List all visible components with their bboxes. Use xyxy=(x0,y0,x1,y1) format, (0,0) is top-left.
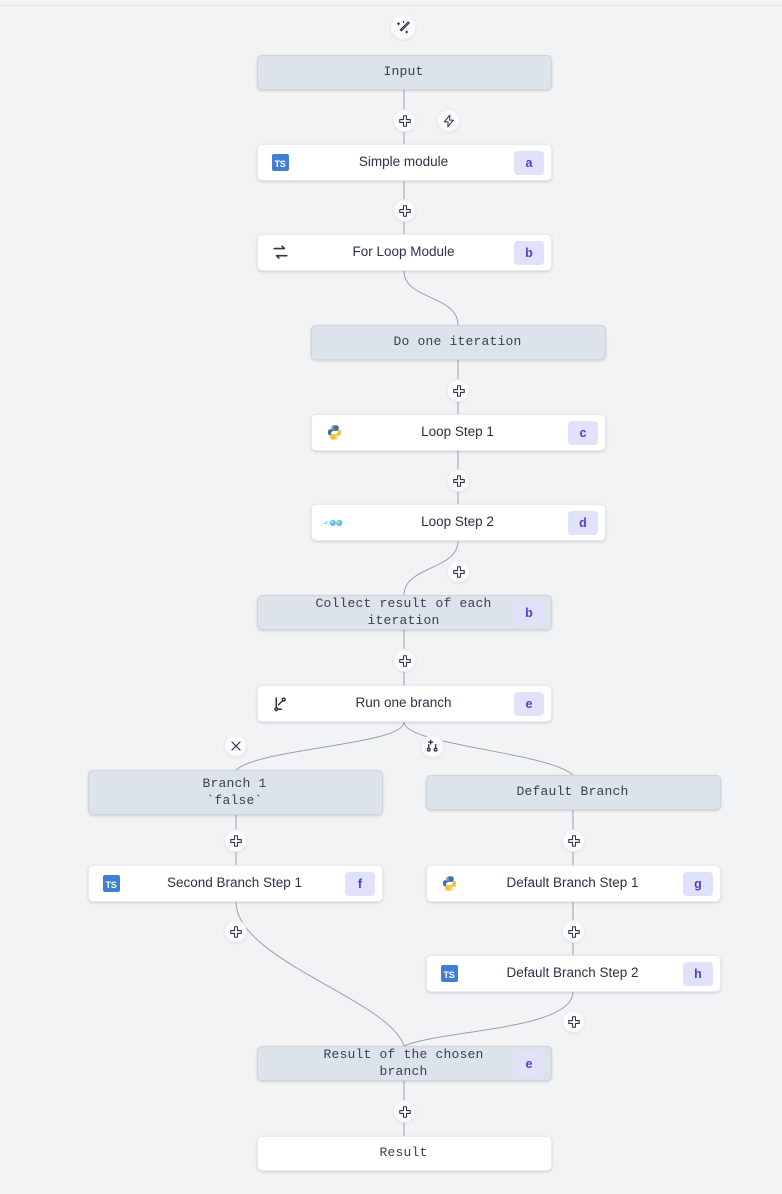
python-icon xyxy=(436,866,462,901)
node-loop-step-1[interactable]: Loop Step 1 c xyxy=(311,414,606,451)
button-add-after-default-1[interactable] xyxy=(562,920,585,943)
plus-icon xyxy=(452,384,466,398)
node-label: Loop Step 2 xyxy=(421,514,494,530)
node-input[interactable]: Input xyxy=(257,55,552,90)
node-default-branch-step-1[interactable]: Default Branch Step 1 g xyxy=(426,865,721,902)
node-simple-module[interactable]: TS Simple module a xyxy=(257,144,552,181)
go-icon xyxy=(324,516,344,530)
button-add-after-step-1[interactable] xyxy=(447,469,470,492)
node-label: Collect result of each iteration xyxy=(315,596,492,628)
edge-second-branch-step-1-to-result-chosen-branch xyxy=(235,901,405,1047)
button-trigger-bolt[interactable] xyxy=(437,109,460,132)
plus-icon xyxy=(398,1105,412,1119)
button-add-after-input[interactable] xyxy=(393,109,416,132)
node-label: Result xyxy=(379,1145,428,1161)
button-add-after-result-br[interactable] xyxy=(393,1100,416,1123)
node-label: Input xyxy=(383,64,424,80)
python-icon xyxy=(326,424,343,441)
button-magic-wand[interactable] xyxy=(390,14,416,40)
node-branch-1[interactable]: Branch 1 `false` xyxy=(88,770,383,815)
typescript-icon: TS xyxy=(436,956,462,991)
node-badge: b xyxy=(514,240,544,265)
lightning-icon xyxy=(442,114,456,128)
node-badge: h xyxy=(683,961,713,986)
node-result-chosen-branch[interactable]: Result of the chosen branch e xyxy=(257,1046,552,1081)
node-badge: e xyxy=(514,691,544,716)
typescript-icon: TS xyxy=(98,866,124,901)
top-divider xyxy=(0,5,782,6)
node-loop-step-2[interactable]: Loop Step 2 d xyxy=(311,504,606,541)
node-badge: e xyxy=(514,1051,544,1076)
node-label: Do one iteration xyxy=(393,334,522,350)
button-add-after-step-2[interactable] xyxy=(447,560,470,583)
typescript-icon: TS xyxy=(267,145,293,180)
node-run-one-branch[interactable]: Run one branch e xyxy=(257,685,552,722)
plus-icon xyxy=(398,654,412,668)
node-default-branch[interactable]: Default Branch xyxy=(426,775,721,810)
node-do-one-iteration[interactable]: Do one iteration xyxy=(311,325,606,360)
node-result[interactable]: Result xyxy=(257,1136,552,1171)
node-label: Result of the chosen branch xyxy=(323,1047,484,1079)
plus-icon xyxy=(229,834,243,848)
branch-plus-icon xyxy=(425,739,440,754)
plus-icon xyxy=(567,834,581,848)
plus-icon xyxy=(398,204,412,218)
node-badge: a xyxy=(514,150,544,175)
button-add-after-second-1[interactable] xyxy=(224,920,247,943)
typescript-icon: TS xyxy=(440,965,458,982)
edge-for-loop-module-to-do-one-iteration xyxy=(403,270,459,326)
node-label: Default Branch Step 1 xyxy=(506,875,639,891)
plus-icon xyxy=(452,565,466,579)
edge-run-one-branch-to-branch-1 xyxy=(235,721,405,771)
button-add-in-loop-top[interactable] xyxy=(447,379,470,402)
node-collect-result[interactable]: Collect result of each iteration b xyxy=(257,595,552,630)
node-badge: g xyxy=(683,871,713,896)
go-icon xyxy=(321,505,347,540)
python-icon xyxy=(321,415,347,450)
plus-icon xyxy=(567,925,581,939)
loop-icon xyxy=(267,235,293,270)
button-add-after-simple[interactable] xyxy=(393,199,416,222)
close-icon xyxy=(230,740,242,752)
plus-icon xyxy=(398,114,412,128)
branch-icon xyxy=(267,686,293,721)
button-add-after-collect[interactable] xyxy=(393,649,416,672)
node-label: Default Branch Step 2 xyxy=(506,965,639,981)
typescript-icon: TS xyxy=(102,875,120,892)
node-for-loop-module[interactable]: For Loop Module b xyxy=(257,234,552,271)
button-add-after-default-2[interactable] xyxy=(562,1010,585,1033)
node-label: Second Branch Step 1 xyxy=(166,875,303,891)
node-default-branch-step-2[interactable]: TS Default Branch Step 2 h xyxy=(426,955,721,992)
node-badge: b xyxy=(514,600,544,625)
python-icon xyxy=(441,875,458,892)
node-badge: d xyxy=(568,510,598,535)
button-delete-branch-1[interactable] xyxy=(224,734,247,757)
node-label: Branch 1 `false` xyxy=(202,776,267,808)
button-add-branch[interactable] xyxy=(421,735,444,758)
plus-icon xyxy=(567,1015,581,1029)
typescript-icon: TS xyxy=(271,154,289,171)
node-label: Run one branch xyxy=(355,695,452,711)
node-badge: c xyxy=(568,420,598,445)
node-label: For Loop Module xyxy=(352,244,455,260)
plus-icon xyxy=(452,474,466,488)
button-add-after-branch-1[interactable] xyxy=(224,829,247,852)
loop-icon xyxy=(271,243,290,262)
node-badge: f xyxy=(345,871,375,896)
magic-wand-icon xyxy=(396,20,411,35)
plus-icon xyxy=(229,925,243,939)
node-label: Simple module xyxy=(358,154,449,170)
node-label: Loop Step 1 xyxy=(421,424,494,440)
edge-default-branch-step-2-to-result-chosen-branch xyxy=(403,991,574,1047)
node-label: Default Branch xyxy=(516,784,629,800)
node-second-branch-step-1[interactable]: TS Second Branch Step 1 f xyxy=(88,865,383,902)
button-add-after-default[interactable] xyxy=(562,829,585,852)
branch-icon xyxy=(271,695,289,713)
